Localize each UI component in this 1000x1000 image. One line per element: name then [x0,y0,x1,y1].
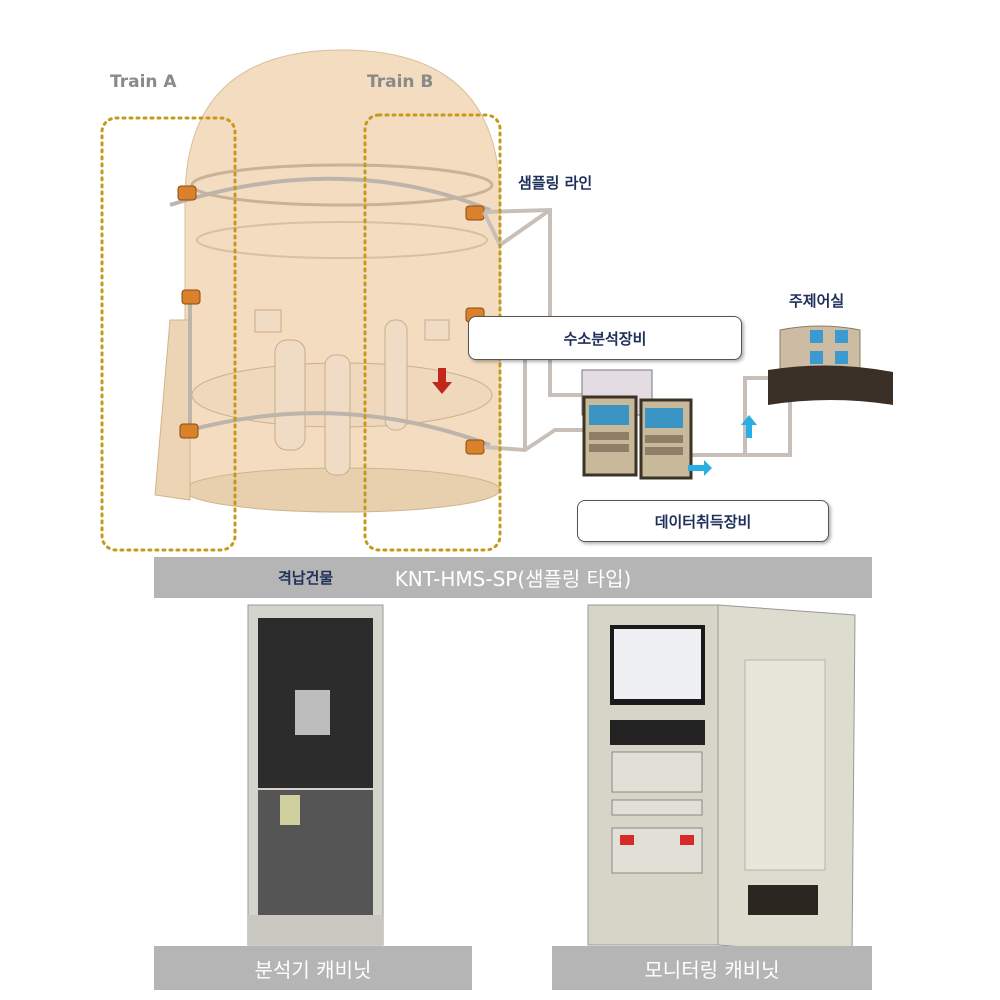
train-a-boundary [100,116,237,552]
arrow-right-icon [688,460,712,476]
title-bar: 격납건물 KNT-HMS-SP(샘플링 타입) [154,557,872,598]
red-arrow-icon [432,368,452,394]
analyzer-cabinet-caption: 분석기 캐비닛 [154,946,472,990]
analyzer-cabinet-photo [247,604,384,946]
monitoring-cabinet-caption: 모니터링 캐비닛 [552,946,872,990]
monitoring-cabinet-photo [587,604,856,956]
arrow-up-icon [741,415,757,438]
containment-dome [154,49,501,513]
control-room [768,325,893,405]
train-b-label: Train B [367,72,434,92]
main-control-room-label: 주제어실 [789,292,845,310]
train-a-label: Train A [110,72,177,92]
hydrogen-analyzer-callout: 수소분석장비 [468,316,742,360]
containment-building-label: 격납건물 [278,569,334,587]
data-acquisition-callout: 데이터취득장비 [577,500,829,542]
sampling-line-label: 샘플링 라인 [518,174,593,192]
hydrogen-analyzer-equipment [581,369,757,480]
system-title: KNT-HMS-SP(샘플링 타입) [394,567,632,591]
